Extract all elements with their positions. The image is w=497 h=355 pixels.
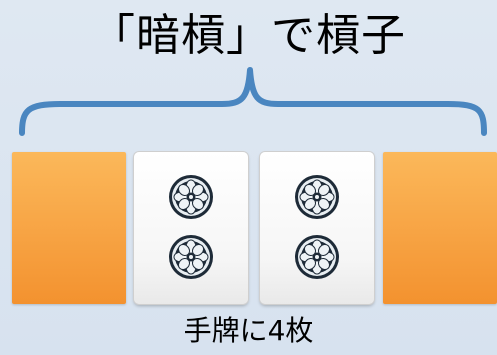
- diagram-caption: 手牌に4枚: [183, 314, 314, 347]
- diagram-title: 「暗槓」で槓子: [91, 10, 406, 61]
- pin-circle-icon: [295, 235, 339, 279]
- pin-circle-icon: [295, 175, 339, 219]
- pin-circle-icon: [169, 175, 213, 219]
- tile-back-right: [383, 152, 497, 304]
- tile-back-left: [12, 152, 126, 304]
- pin-tile-2: [260, 152, 374, 304]
- pin-circle-icon: [169, 235, 213, 279]
- pin-tile-1: [134, 152, 248, 304]
